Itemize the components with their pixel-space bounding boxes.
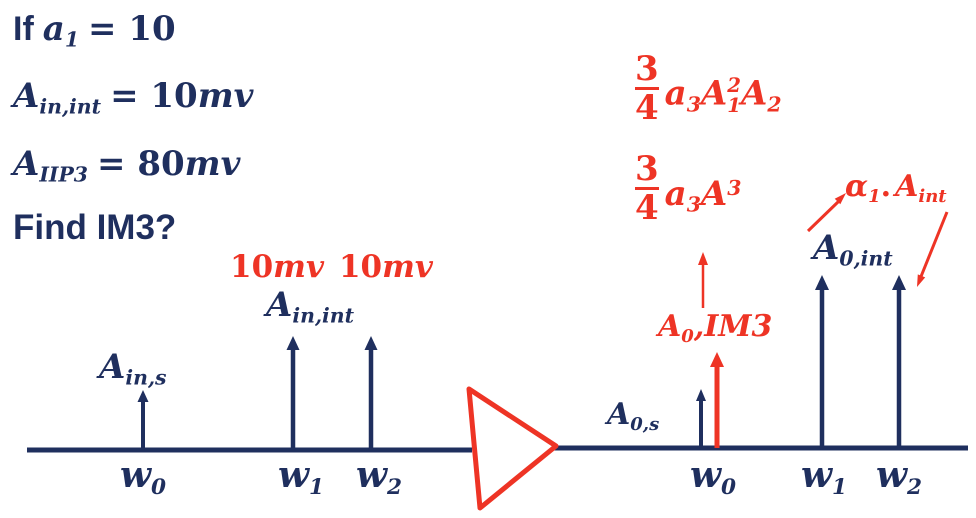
im3-cube-formula: 3 4 a3A3 [635, 149, 742, 229]
input-signal-label: Ain,s [99, 347, 167, 390]
problem-line-2: Ain,int= 10mv [13, 76, 254, 119]
amplifier-triangle-icon [466, 386, 559, 511]
input-signal-w0-arrow [137, 390, 149, 450]
gain-pointer-up-arrow [806, 193, 846, 233]
input-axis-label-w0: w0 [120, 454, 167, 501]
fraction-three-quarters: 3 4 [635, 149, 659, 229]
input-axis-label-w1: w1 [278, 454, 325, 501]
output-signal-w0-arrow [696, 389, 706, 448]
output-intermod-label: A0,int [813, 228, 893, 271]
output-axis-label-w0: w0 [690, 454, 737, 501]
output-axis-label-w2: w2 [876, 454, 923, 501]
im3-formula-pointer-arrow [698, 252, 708, 308]
output-tone-w1-arrow [815, 275, 829, 448]
output-gain-label: α1.Aint [845, 169, 947, 207]
output-signal-label: A0,s [607, 397, 660, 435]
output-im3-label: A0,IM3 [658, 309, 773, 347]
problem-line-3: AIIP3= 80mv [13, 144, 241, 187]
fraction-three-quarters: 3 4 [635, 49, 659, 129]
problem-line-4: Find IM3? [13, 208, 177, 247]
input-tone-w2-arrow [364, 336, 378, 450]
output-tone-w2-arrow [892, 275, 906, 448]
output-axis-label-w1: w1 [801, 454, 848, 501]
gain-pointer-down-arrow [917, 211, 949, 287]
input-axis-label-w2: w2 [356, 454, 403, 501]
input-tone-w1-arrow [286, 336, 300, 450]
output-im3-w0-arrow [710, 352, 724, 448]
input-intermod-label: Ain,int [266, 285, 355, 328]
